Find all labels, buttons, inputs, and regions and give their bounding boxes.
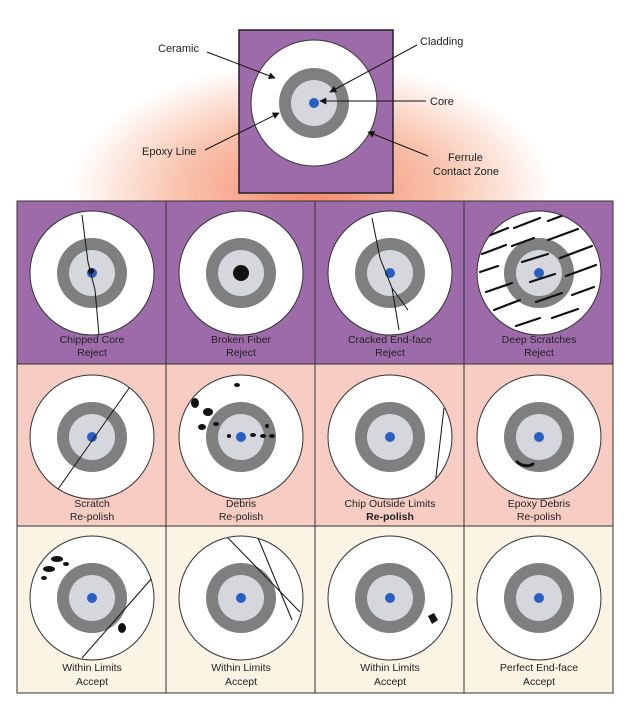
end-face-perfect: [476, 535, 602, 661]
scratch-verdict: Re-polish: [70, 511, 115, 523]
within-limits-3-label: Within Limits: [360, 662, 420, 674]
reference-callouts: Ceramic Cladding Core Epoxy Line Ferrule…: [142, 36, 499, 178]
epoxy-debris-label: Epoxy Debris: [508, 498, 570, 510]
debris-label: Debris: [226, 498, 256, 510]
scratch-label: Scratch: [74, 498, 110, 510]
end-face-chip-outside-limits: [327, 374, 453, 500]
end-face-cracked: [327, 210, 453, 336]
within-limits-2-label: Within Limits: [211, 662, 271, 674]
end-face-within-limits-1: [29, 535, 155, 661]
within-limits-1-verdict: Accept: [76, 676, 108, 688]
end-face-within-limits-3: [327, 535, 453, 661]
perfect-end-face-label: Perfect End-face: [500, 662, 578, 674]
end-face-debris: [178, 374, 304, 500]
contact-zone-label: Contact Zone: [433, 166, 499, 178]
end-face-deep-scratches: [476, 210, 602, 336]
end-face-scratch: [29, 374, 155, 500]
epoxy-debris-verdict: Re-polish: [517, 511, 562, 523]
end-face-broken-fiber: [178, 210, 304, 336]
broken-fiber-label: Broken Fiber: [211, 334, 272, 346]
reference-end-face: [238, 29, 394, 194]
chipped-core-label: Chipped Core: [60, 334, 125, 346]
end-face-within-limits-2: [178, 535, 304, 661]
within-limits-3-verdict: Accept: [374, 676, 406, 688]
cladding-label: Cladding: [420, 36, 463, 48]
deep-scratches-verdict: Reject: [524, 347, 554, 359]
ceramic-label: Ceramic: [158, 43, 199, 55]
end-face-chipped-core: [29, 210, 155, 336]
chipped-core-verdict: Reject: [77, 347, 107, 359]
ferrule-label: Ferrule: [448, 152, 483, 164]
cracked-end-face-verdict: Reject: [375, 347, 405, 359]
debris-verdict: Re-polish: [219, 511, 264, 523]
core-label: Core: [430, 96, 454, 108]
chip-outside-limits-verdict: Re-polish: [366, 511, 414, 523]
epoxy-line-label: Epoxy Line: [142, 146, 196, 158]
within-limits-2-verdict: Accept: [225, 676, 257, 688]
end-face-epoxy-debris: [476, 374, 602, 500]
within-limits-1-label: Within Limits: [62, 662, 122, 674]
perfect-end-face-verdict: Accept: [523, 676, 555, 688]
broken-fiber-verdict: Reject: [226, 347, 256, 359]
deep-scratches-label: Deep Scratches: [502, 334, 577, 346]
chip-outside-limits-label: Chip Outside Limits: [344, 498, 435, 510]
grid-dividers: [165, 201, 465, 693]
cracked-end-face-label: Cracked End-face: [348, 334, 432, 346]
